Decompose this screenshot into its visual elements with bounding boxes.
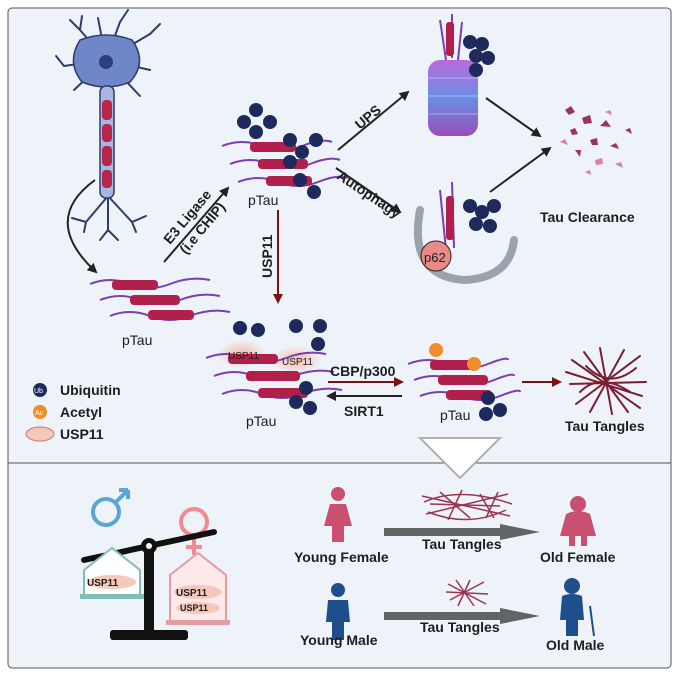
- old-female-label: Old Female: [540, 549, 616, 565]
- usp11-female-label-1: USP11: [176, 588, 208, 599]
- usp11-on-tau-label-1: USP11: [228, 351, 259, 362]
- young-female-label: Young Female: [294, 549, 389, 565]
- old-male-figure-icon: [560, 578, 584, 636]
- legend-ubiquitin-icon: [33, 383, 47, 397]
- male-tau-tangles-label: Tau Tangles: [420, 619, 500, 635]
- ptau-mid-label: pTau: [248, 192, 278, 208]
- proteasome-illustration: [428, 14, 495, 136]
- young-female-figure-icon: [324, 487, 352, 542]
- legend-usp11-label: USP11: [60, 426, 104, 442]
- ptau-usp11-label: pTau: [246, 413, 276, 429]
- sirt1-label: SIRT1: [344, 403, 384, 419]
- ptau-bottom-left-label: pTau: [122, 332, 152, 348]
- legend-ac-glyph: Ac: [35, 410, 44, 417]
- e3-ligase-arrow: [163, 186, 230, 263]
- ptau-fibril-bottom-left: [89, 277, 231, 321]
- autophagosome-illustration: [413, 181, 518, 285]
- ups-arrow: [337, 90, 410, 151]
- old-male-label: Old Male: [546, 637, 605, 653]
- legend-usp11-icon: [25, 426, 55, 442]
- usp11-arrow-label: USP11: [259, 234, 275, 278]
- balance-scale-illustration: [80, 529, 230, 640]
- legend-ubiquitin-label: Ubiquitin: [60, 382, 121, 398]
- legend-acetyl-icon: [33, 405, 47, 419]
- legend-ub-glyph: Ub: [34, 388, 43, 395]
- ups-to-clearance-arrow: [485, 97, 542, 138]
- old-female-figure-icon: [560, 496, 596, 546]
- usp11-on-tau-label-2: USP11: [282, 357, 313, 368]
- young-male-label: Young Male: [300, 632, 378, 648]
- legend-acetyl-label: Acetyl: [60, 404, 102, 420]
- autophagy-arrow: [335, 167, 402, 214]
- ptau-acetyl-label: pTau: [440, 407, 470, 423]
- male-symbol-icon: [91, 488, 130, 527]
- tau-clearance-fragments: [560, 106, 632, 175]
- male-tangles-illustration: [445, 579, 489, 607]
- panel-frame: [7, 7, 672, 669]
- male-aging-arrow: [384, 608, 540, 624]
- tau-tangles-illustration: [565, 347, 647, 415]
- acetyl-marker-1: [429, 343, 443, 357]
- usp11-female-label-2: USP11: [180, 603, 208, 613]
- neuron-illustration: [55, 9, 161, 241]
- ptau-acetylated: [407, 357, 521, 401]
- acetyl-marker-2: [467, 357, 481, 371]
- ubiquitin-acetylated: [479, 391, 507, 421]
- tau-tangles-label: Tau Tangles: [565, 418, 645, 434]
- female-tangles-illustration: [421, 489, 513, 521]
- legend: Ubiquitin Acetyl USP11: [25, 382, 121, 442]
- tau-clearance-label: Tau Clearance: [540, 209, 635, 225]
- p62-label: p62: [424, 250, 446, 265]
- down-transition-arrow: [417, 437, 503, 480]
- female-aging-arrow: [384, 524, 540, 540]
- neuron-to-ptau-arrow: [66, 179, 98, 274]
- young-male-figure-icon: [326, 583, 350, 640]
- ptau-usp11-complex: [205, 319, 343, 415]
- autophagy-to-clearance-arrow: [489, 146, 552, 193]
- cane-icon: [589, 605, 595, 637]
- ubiquitin-chain-mid: [237, 103, 323, 199]
- cbp-p300-label: CBP/p300: [330, 363, 396, 379]
- usp11-male-label: USP11: [87, 578, 119, 589]
- female-tau-tangles-label: Tau Tangles: [422, 536, 502, 552]
